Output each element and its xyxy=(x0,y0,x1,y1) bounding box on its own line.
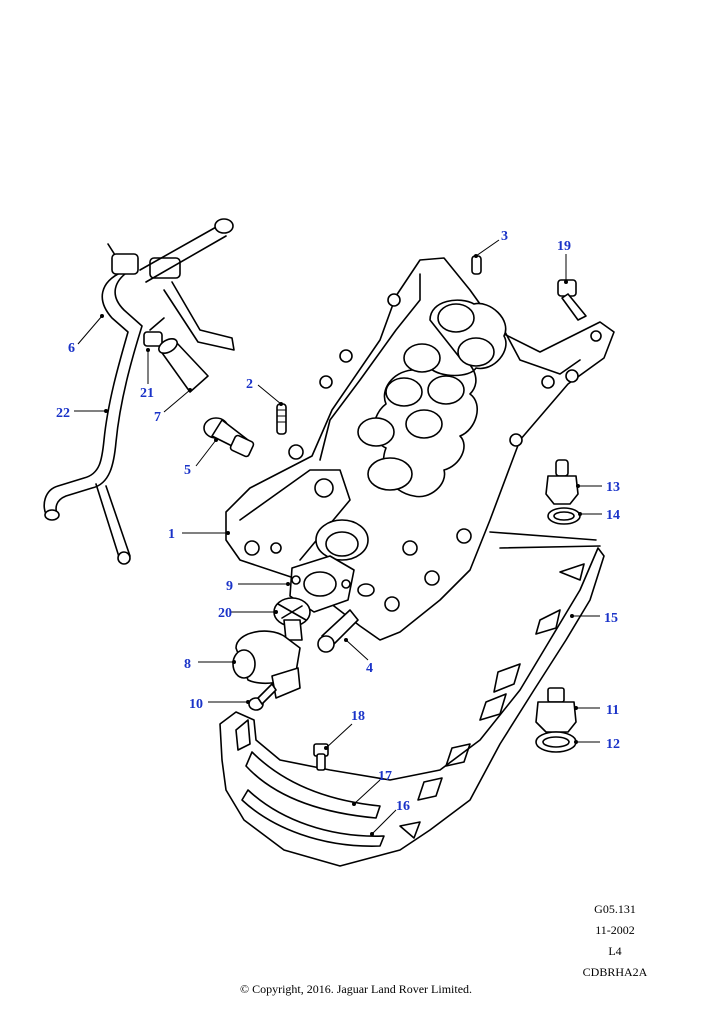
callout-7: 7 xyxy=(154,410,161,425)
callout-16: 16 xyxy=(396,799,410,814)
callout-22: 22 xyxy=(56,406,70,421)
part-19-bolt xyxy=(557,279,587,321)
callout-13: 13 xyxy=(606,480,620,495)
part-20-thermostat xyxy=(273,597,311,641)
part-15-manifold-gasket xyxy=(219,531,605,867)
callout-15: 15 xyxy=(604,611,618,626)
callout-18: 18 xyxy=(351,709,365,724)
part-7-hose xyxy=(158,337,209,393)
callout-3: 3 xyxy=(501,229,508,244)
part-21-clip xyxy=(143,317,165,347)
part-4-bolt xyxy=(317,583,375,653)
part-1-inlet-manifold xyxy=(225,257,615,641)
part-11-temperature-switch xyxy=(535,687,577,733)
part-3-dowel xyxy=(471,255,482,275)
callout-1: 1 xyxy=(168,527,175,542)
part-8-thermostat-housing xyxy=(232,630,301,699)
callout-labels: 1 2 3 4 5 6 7 8 9 10 11 12 13 14 15 16 1… xyxy=(56,229,620,814)
copyright-notice: © Copyright, 2016. Jaguar Land Rover Lim… xyxy=(239,982,473,996)
part-22-coolant-pipe xyxy=(43,267,143,565)
part-14-washer xyxy=(547,507,581,525)
callout-11: 11 xyxy=(606,703,619,718)
callout-5: 5 xyxy=(184,463,191,478)
callout-17: 17 xyxy=(378,769,392,784)
callout-20: 20 xyxy=(218,606,232,621)
part-10-screw xyxy=(248,683,277,711)
callout-21: 21 xyxy=(140,386,154,401)
leader-lines xyxy=(74,239,602,836)
info-code: CDBRHA2A xyxy=(582,965,648,979)
part-9-gasket xyxy=(289,555,355,613)
callout-4: 4 xyxy=(366,661,373,676)
callout-14: 14 xyxy=(606,508,620,523)
callout-2: 2 xyxy=(246,377,253,392)
part-2-stud xyxy=(276,403,287,435)
part-13-temperature-sender xyxy=(545,459,579,505)
callout-8: 8 xyxy=(184,657,191,672)
part-17-gasket-strip xyxy=(245,751,381,819)
info-ref: G05.131 xyxy=(594,902,636,916)
callout-9: 9 xyxy=(226,579,233,594)
callout-19: 19 xyxy=(557,239,571,254)
part-6-pipe-bracket xyxy=(107,218,235,351)
callout-12: 12 xyxy=(606,737,620,752)
part-5-adaptor xyxy=(203,417,255,458)
callout-10: 10 xyxy=(189,697,203,712)
callout-6: 6 xyxy=(68,341,75,356)
part-16-gasket-strip xyxy=(241,789,385,847)
info-level: L4 xyxy=(608,944,622,958)
part-12-washer xyxy=(535,731,577,753)
info-date: 11-2002 xyxy=(595,923,635,937)
